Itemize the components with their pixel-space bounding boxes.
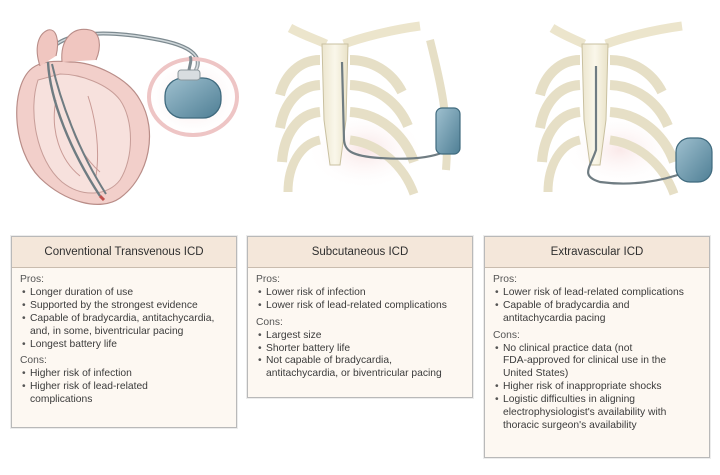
list-item: Longer duration of use bbox=[20, 287, 236, 300]
list-item: Largest size bbox=[256, 330, 472, 343]
cons-label: Cons: bbox=[256, 316, 283, 328]
cons-list: Higher risk of infectionHigher risk of l… bbox=[20, 368, 236, 407]
cons-list: Largest sizeShorter battery lifeNot capa… bbox=[256, 330, 472, 382]
list-item: Lower risk of lead-related complications bbox=[493, 287, 709, 300]
illustration-strip bbox=[16, 21, 713, 205]
pros-list: Longer duration of useSupported by the s… bbox=[20, 287, 236, 352]
list-item: Capable of bradycardia andantitachycardi… bbox=[493, 300, 709, 326]
panel-title: Subcutaneous ICD bbox=[248, 237, 472, 268]
list-item: Logistic difficulties in aligningelectro… bbox=[493, 394, 709, 433]
extravascular-icd-illustration bbox=[535, 21, 713, 196]
transvenous-icd-illustration bbox=[16, 28, 239, 205]
pros-label: Pros: bbox=[493, 274, 518, 285]
panel-title: Conventional Transvenous ICD bbox=[12, 237, 236, 268]
list-item: No clinical practice data (notFDA-approv… bbox=[493, 343, 709, 382]
pros-label: Pros: bbox=[20, 274, 45, 285]
pros-list: Lower risk of lead-related complications… bbox=[493, 287, 709, 326]
cons-label: Cons: bbox=[20, 355, 47, 367]
panel-transvenous: Conventional Transvenous ICD Pros: Longe… bbox=[11, 236, 237, 428]
list-item: Supported by the strongest evidence bbox=[20, 300, 236, 313]
pros-label: Pros: bbox=[256, 274, 281, 285]
list-item: Longest battery life bbox=[20, 339, 236, 352]
panel-subcutaneous: Subcutaneous ICD Pros: Lower risk of inf… bbox=[247, 236, 473, 398]
list-item: Lower risk of infection bbox=[256, 287, 472, 300]
cons-list: No clinical practice data (notFDA-approv… bbox=[493, 343, 709, 433]
panel-title: Extravascular ICD bbox=[485, 237, 709, 268]
panel-extravascular: Extravascular ICD Pros: Lower risk of le… bbox=[484, 236, 710, 458]
list-item: Higher risk of infection bbox=[20, 368, 236, 381]
list-item: Shorter battery life bbox=[256, 343, 472, 356]
list-item: Not capable of bradycardia,antitachycard… bbox=[256, 355, 472, 381]
list-item: Higher risk of inappropriate shocks bbox=[493, 381, 709, 394]
list-item: Capable of bradycardia, antitachycardia,… bbox=[20, 313, 236, 339]
subcutaneous-icd-illustration bbox=[275, 21, 461, 196]
list-item: Lower risk of lead-related complications bbox=[256, 300, 472, 313]
cons-label: Cons: bbox=[493, 329, 520, 341]
pros-list: Lower risk of infectionLower risk of lea… bbox=[256, 287, 472, 313]
